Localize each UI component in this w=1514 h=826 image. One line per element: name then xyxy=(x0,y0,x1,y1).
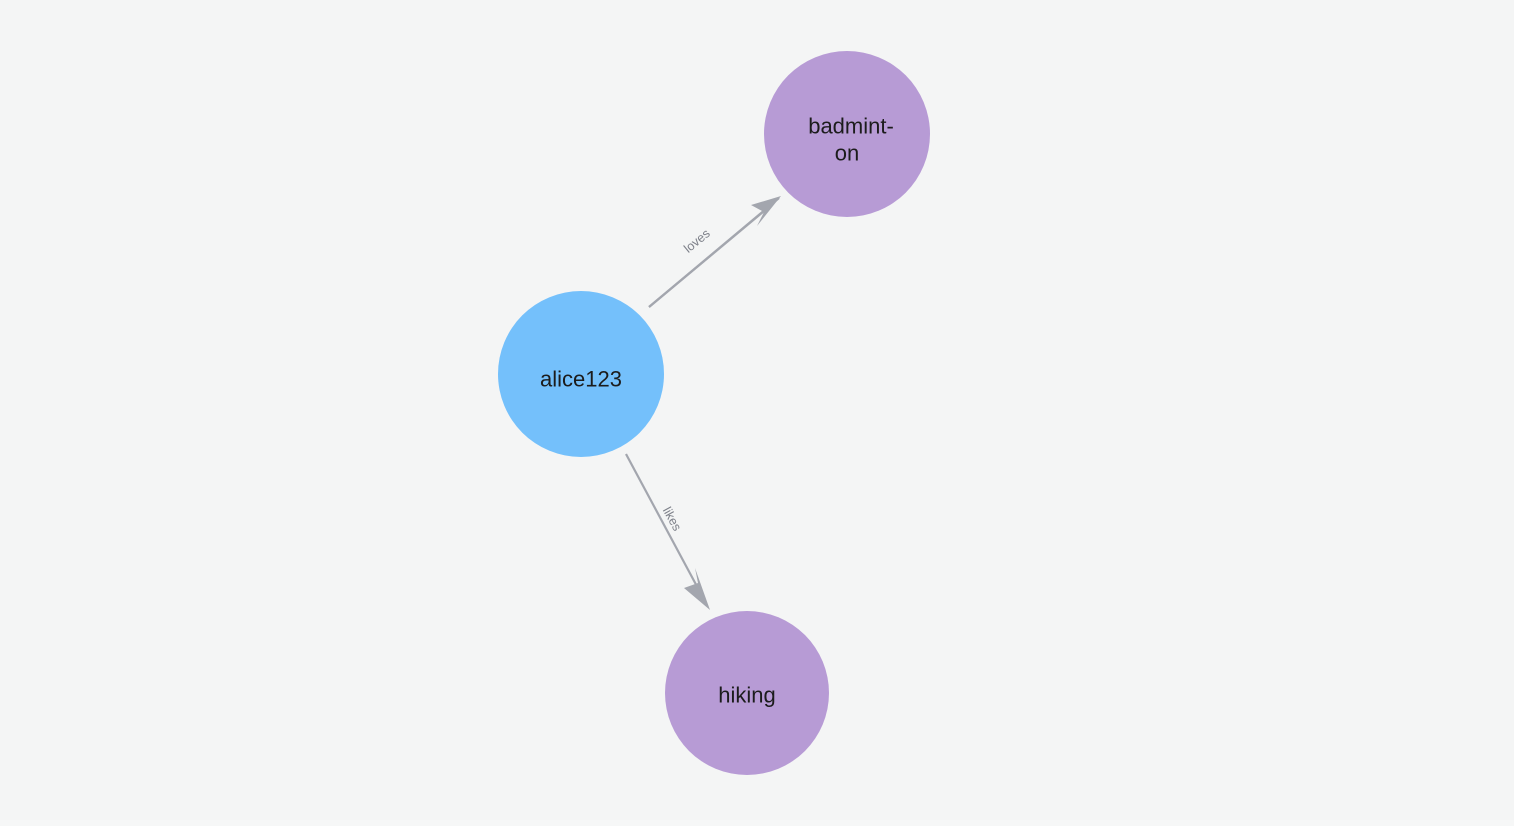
arrowhead-loves-icon xyxy=(751,196,781,226)
graph-node-hiking[interactable]: hiking xyxy=(665,611,829,775)
arrowhead-likes-icon xyxy=(684,568,710,610)
node-circle-badminton[interactable] xyxy=(764,51,930,217)
edge-alice123-loves-badminton[interactable]: loves xyxy=(648,196,781,308)
edge-label-loves: loves xyxy=(681,226,712,255)
node-circle-alice123[interactable] xyxy=(498,291,664,457)
canvas-bottom-strip xyxy=(0,820,1514,826)
node-circle-hiking[interactable] xyxy=(665,611,829,775)
edge-alice123-likes-hiking[interactable]: likes xyxy=(625,453,710,610)
edge-line-likes xyxy=(625,453,701,593)
edge-line-loves-seg xyxy=(648,206,770,308)
graph-node-alice123[interactable]: alice123 xyxy=(498,291,664,457)
edge-label-likes: likes xyxy=(660,505,684,534)
graph-node-badminton[interactable]: badmint- on xyxy=(764,51,930,217)
